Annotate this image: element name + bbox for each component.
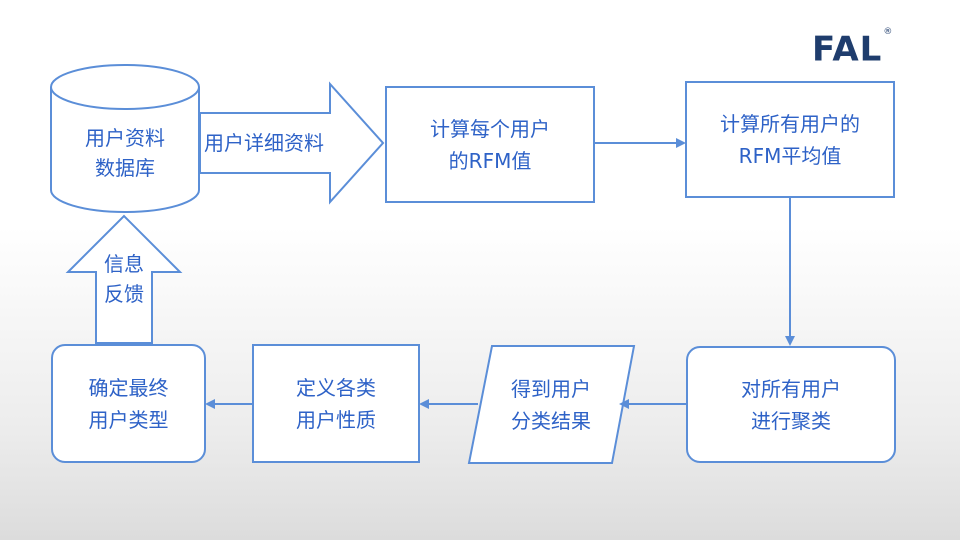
define-line1: 定义各类	[296, 375, 376, 400]
cluster-line2: 进行聚类	[751, 408, 831, 433]
feedback-label-line1: 信息	[104, 252, 144, 276]
detail-arrow-label: 用户详细资料	[204, 131, 324, 155]
compute-rfm-line2: 的RFM值	[448, 148, 532, 173]
define-line2: 用户性质	[296, 407, 376, 432]
cluster-line1: 对所有用户	[741, 376, 841, 401]
database-cylinder-shape	[50, 64, 200, 213]
cluster-box: 对所有用户 进行聚类	[686, 346, 896, 463]
compute-average-line2: RFM平均值	[738, 143, 842, 168]
database-label-line2: 数据库	[95, 156, 155, 180]
fal-logo: FAL®	[812, 26, 893, 69]
database-label-line1: 用户资料	[85, 126, 165, 150]
feedback-arrow-label: 信息 反馈	[96, 249, 152, 309]
final-line1: 确定最终	[88, 375, 169, 400]
compute-rfm-box: 计算每个用户 的RFM值	[385, 86, 595, 203]
detail-block-arrow-shape	[199, 81, 385, 205]
compute-average-box: 计算所有用户的 RFM平均值	[685, 81, 895, 198]
database-label: 用户资料 数据库	[61, 123, 189, 183]
compute-average-line1: 计算所有用户的	[720, 111, 860, 136]
define-box: 定义各类 用户性质	[252, 344, 420, 463]
feedback-block-arrow-shape	[65, 214, 183, 344]
final-box: 确定最终 用户类型	[51, 344, 206, 463]
result-line2: 分类结果	[511, 409, 591, 433]
feedback-label-line2: 反馈	[104, 282, 144, 306]
result-label: 得到用户 分类结果	[480, 373, 622, 437]
result-line1: 得到用户	[511, 377, 591, 401]
registered-mark: ®	[883, 27, 894, 37]
final-line2: 用户类型	[88, 407, 169, 432]
compute-rfm-line1: 计算每个用户	[430, 116, 550, 141]
logo-text: FAL	[812, 29, 883, 70]
result-parallelogram-shape	[467, 345, 636, 464]
